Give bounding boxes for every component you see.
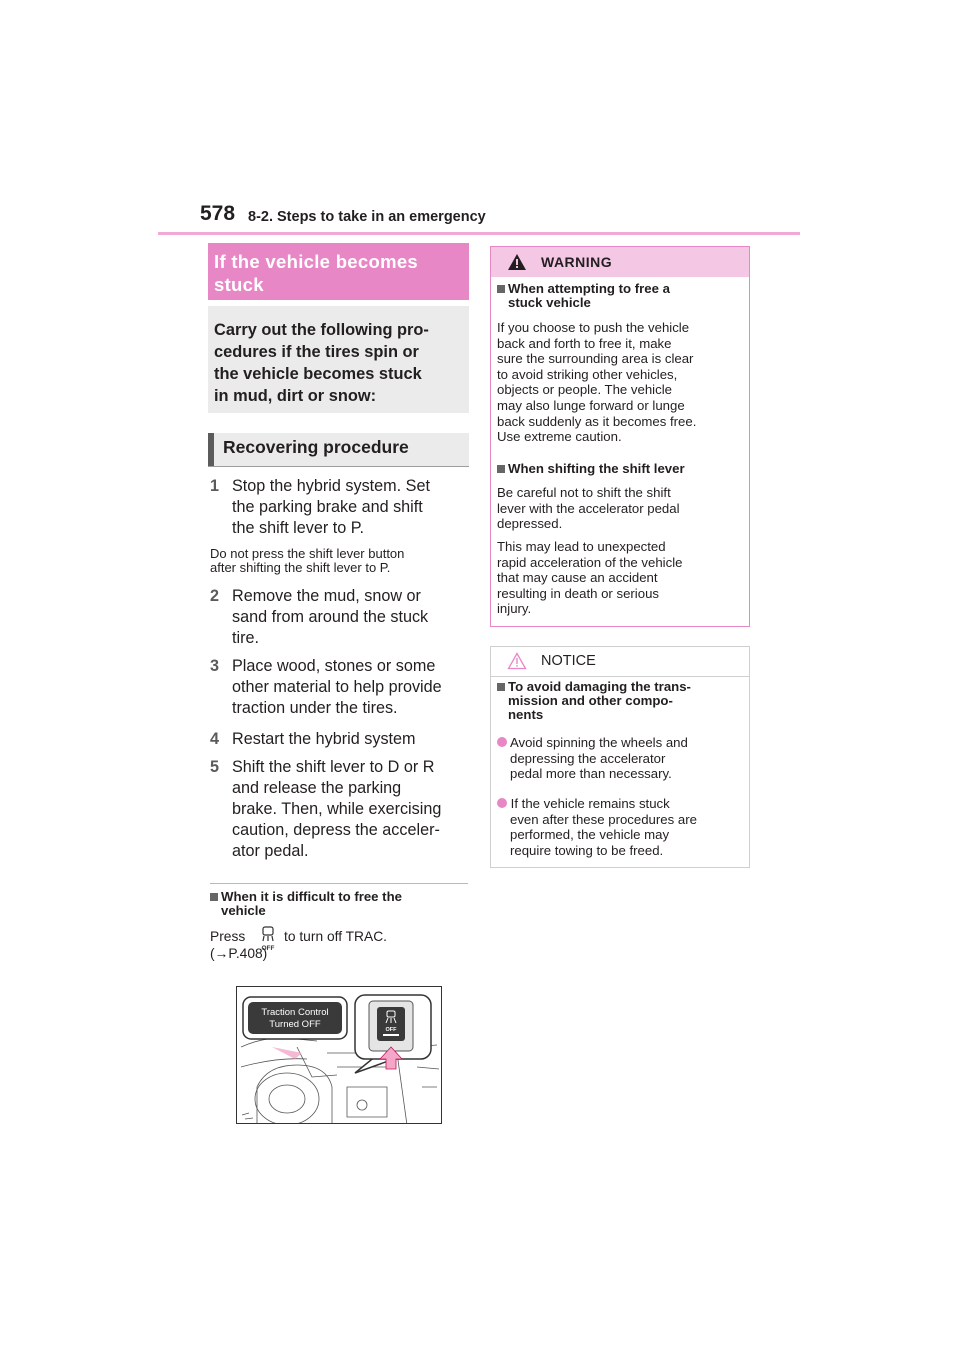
notice-box: NOTICE (490, 646, 750, 868)
callout-line-1: Traction Control (261, 1007, 328, 1018)
caution-triangle-icon (507, 652, 527, 670)
page-title: If the vehicle becomes stuck (208, 243, 469, 300)
warning-box: WARNING (490, 246, 750, 627)
intro-box: Carry out the following pro- cedures if … (208, 306, 469, 413)
step-line: Shift the shift lever to D or R (232, 758, 435, 776)
intro-line: in mud, dirt or snow: (214, 387, 377, 405)
notice-heading: To avoid damaging the trans- mission and… (497, 680, 747, 722)
warning-header: WARNING (491, 247, 749, 277)
notice-bullet-2: If the vehicle remains stuck even after … (497, 796, 747, 858)
notice-bullet-1: Avoid spinning the wheels and depressing… (497, 735, 747, 782)
step-1-note: Do not press the shift lever button afte… (210, 547, 470, 574)
step-line: Remove the mud, snow or (232, 587, 421, 605)
warning-body-3: This may lead to unexpected rapid accele… (497, 539, 683, 617)
button-off-label: OFF (386, 1027, 398, 1033)
step-line: Restart the hybrid system (232, 730, 416, 748)
step-line: Place wood, stones or some (232, 657, 436, 675)
step-line: brake. Then, while exercising (232, 800, 442, 818)
subheading-text: Recovering procedure (223, 437, 409, 457)
dashboard-drawing: Traction Control Turned OFF OFF (240, 994, 440, 1123)
step-line: ator pedal. (232, 842, 309, 860)
difficult-heading: When it is difficult to free the vehicle (210, 890, 470, 918)
intro-line: Carry out the following pro- (214, 321, 429, 339)
warning-triangle-icon (508, 254, 526, 270)
step-line: tire. (232, 629, 259, 647)
note-line: after shifting the shift lever to P. (210, 559, 391, 575)
step-line: the shift lever to P. (232, 519, 364, 537)
intro-line: cedures if the tires spin or (214, 343, 419, 361)
press-paragraph: Press OFF to turn off TRAC. (→P.408) (210, 926, 470, 961)
square-bullet-icon (497, 285, 505, 293)
page-number: 578 (200, 202, 236, 225)
note-line: Do not press the shift lever button (210, 546, 405, 561)
square-bullet-icon (210, 893, 218, 901)
subheading-recovering: Recovering procedure (208, 433, 469, 467)
title-line-2: stuck (214, 274, 264, 295)
step-line: the parking brake and shift (232, 498, 423, 516)
square-bullet-icon (497, 683, 505, 691)
step-line: sand from around the stuck (232, 608, 429, 626)
warning-heading-2: When shifting the shift lever (497, 462, 745, 476)
circle-bullet-icon (497, 737, 507, 747)
circle-bullet-icon (497, 798, 507, 808)
square-bullet-icon (497, 465, 505, 473)
press-text: Press (210, 929, 246, 944)
step-number: 2 (210, 587, 220, 605)
svg-text:OFF: OFF (262, 945, 275, 951)
step-number: 4 (210, 730, 220, 748)
press-text-after: to turn off TRAC. (284, 929, 388, 944)
notice-header: NOTICE (491, 647, 749, 677)
warning-heading-1: When attempting to free a stuck vehicle (497, 282, 745, 310)
title-line-1: If the vehicle becomes (214, 251, 419, 272)
step-line: caution, depress the acceler- (232, 821, 440, 839)
step-number: 3 (210, 657, 220, 675)
step-line: and release the parking (232, 779, 402, 797)
divider (210, 883, 468, 884)
header-rule (158, 232, 800, 235)
trac-off-icon: OFF (262, 926, 275, 951)
step-number: 5 (210, 758, 220, 776)
step-line: Stop the hybrid system. Set (232, 477, 430, 495)
callout-line-2: Turned OFF (269, 1019, 321, 1030)
warning-body-1: If you choose to push the vehicle back a… (497, 320, 697, 445)
section-title: 8-2. Steps to take in an emergency (248, 209, 486, 225)
subheading-bar (208, 433, 214, 466)
warning-body-2: Be careful not to shift the shift lever … (497, 485, 680, 532)
notice-title: NOTICE (541, 653, 596, 669)
step-line: traction under the tires. (232, 699, 398, 717)
trac-off-illustration: Traction Control Turned OFF OFF (236, 986, 442, 1124)
warning-title: WARNING (541, 254, 613, 270)
step-number: 1 (210, 477, 220, 495)
page-ref[interactable]: (→P.408) (210, 946, 268, 961)
intro-line: the vehicle becomes stuck (214, 365, 422, 383)
step-line: other material to help provide (232, 678, 442, 696)
